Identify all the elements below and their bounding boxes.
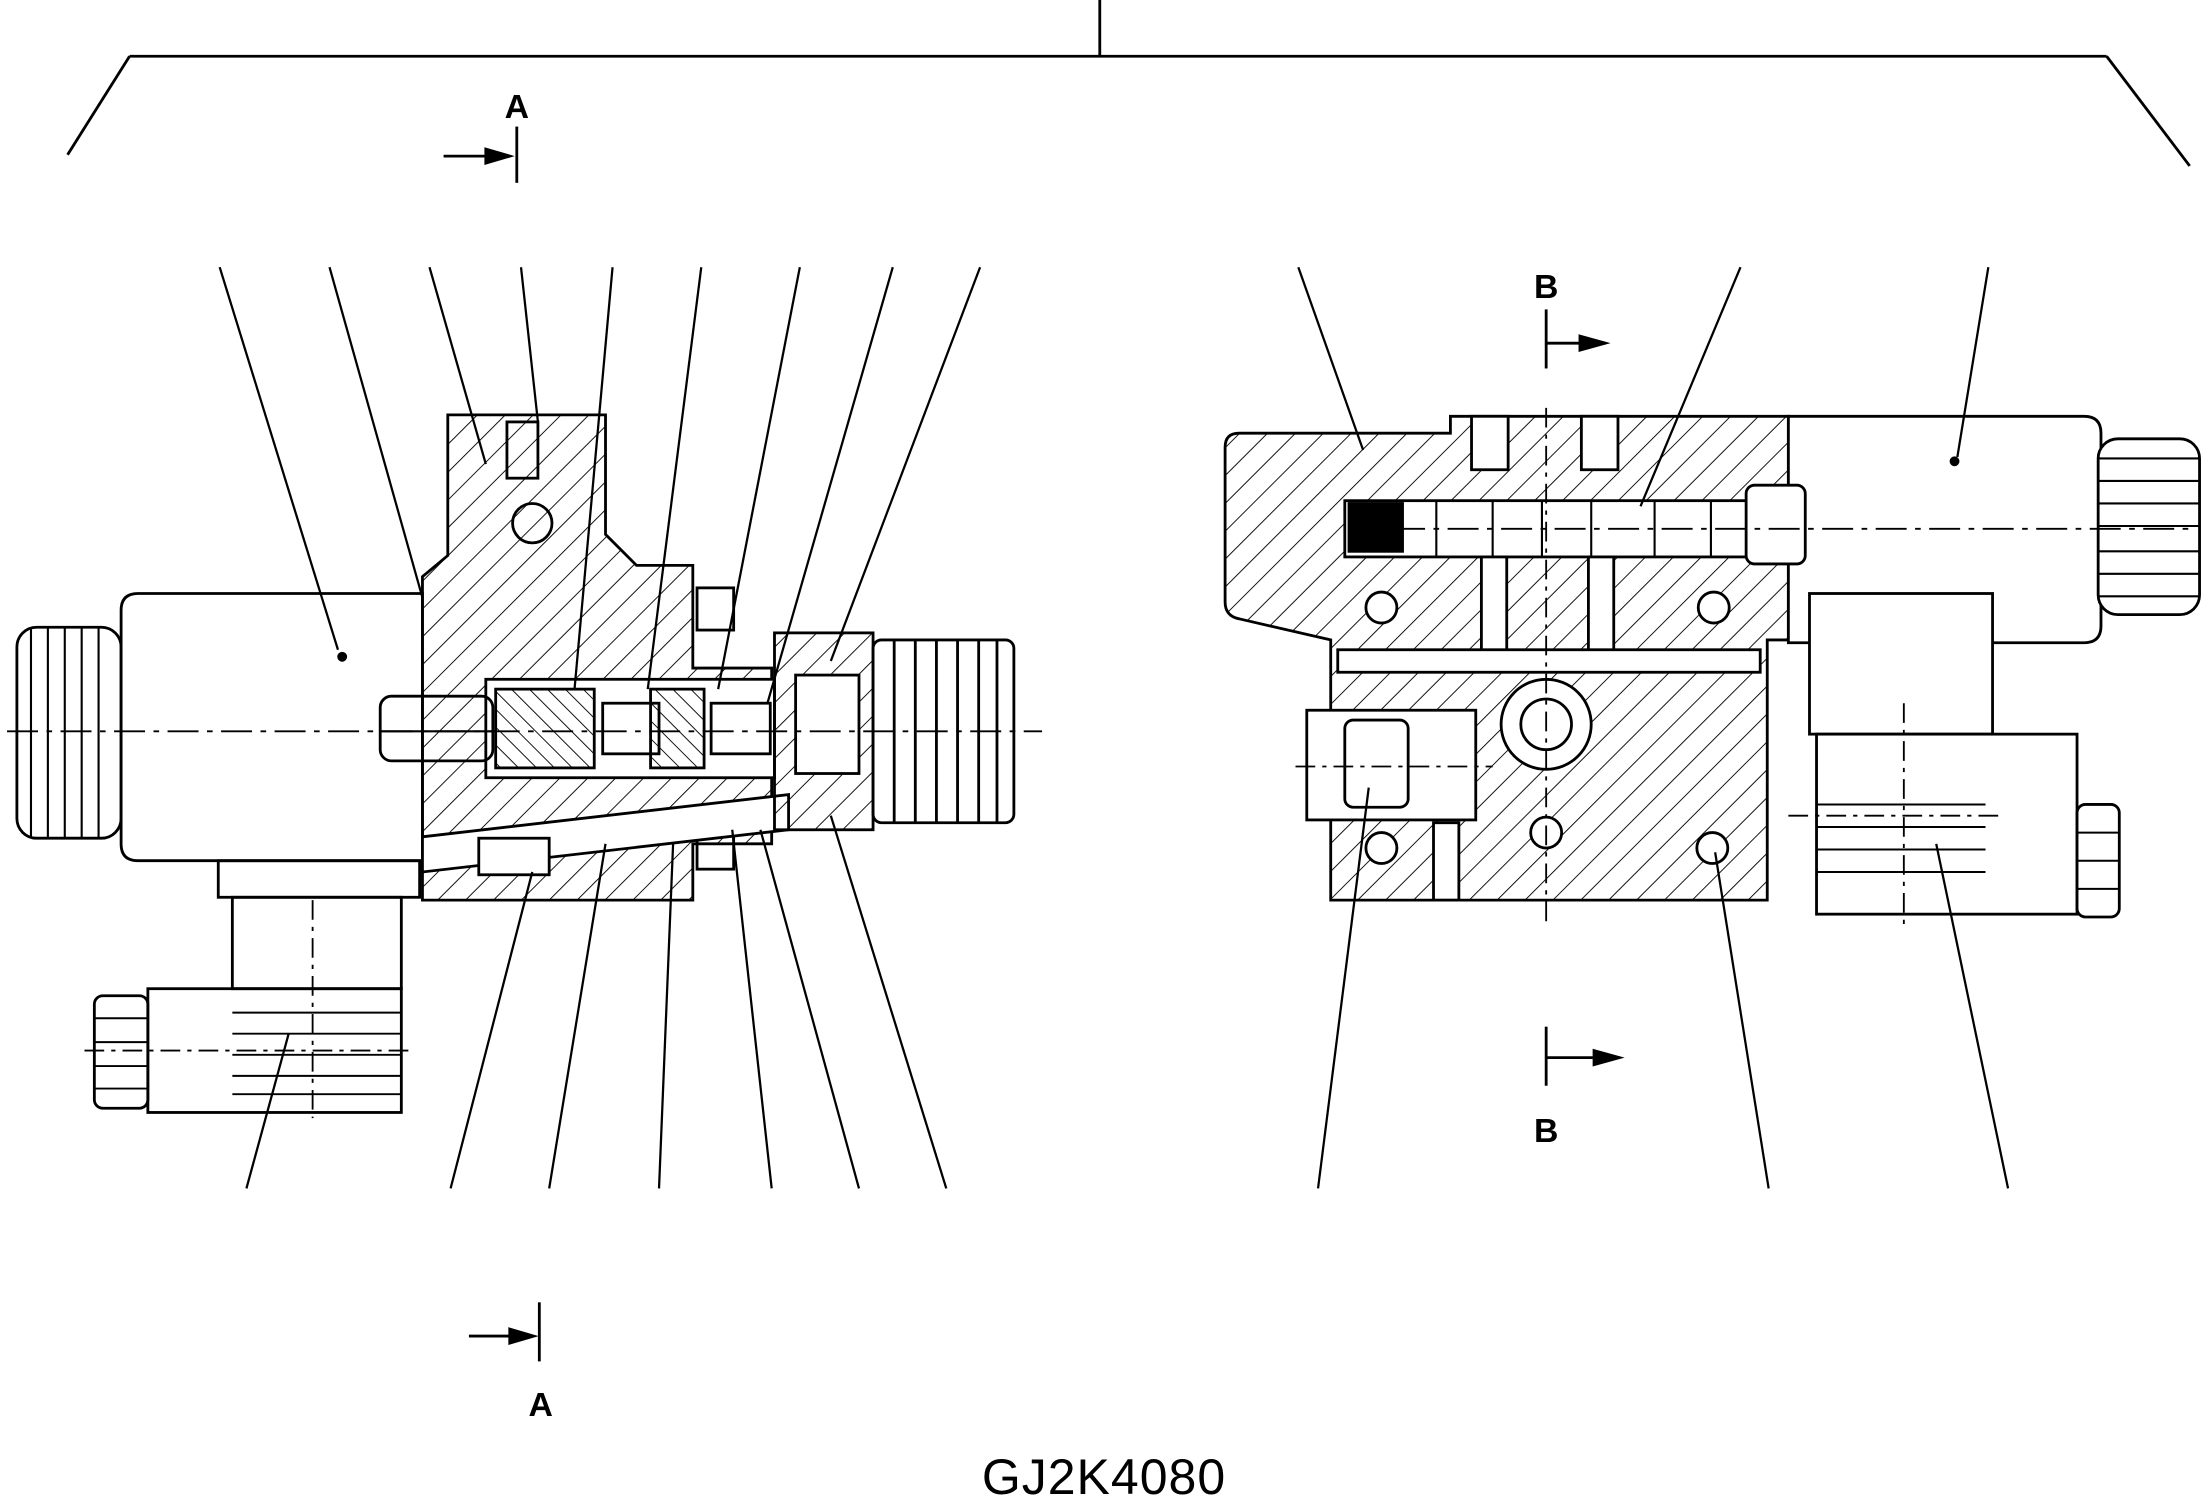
section-label-a-top: A [505,88,529,126]
leader-lines-right-top [1297,266,1990,507]
section-a-bottom-marker [468,1302,541,1362]
section-label-b-bottom: B [1534,1112,1558,1150]
drawing-code: GJ2K4080 [981,1449,1227,1505]
section-b-bottom-marker [1544,1026,1625,1086]
leader-lines-left-bottom [245,815,948,1189]
assembly-bracket [66,0,2191,167]
leader-lines-right-bottom [1316,787,2010,1189]
section-label-b-top: B [1534,268,1558,306]
left-section-view [7,413,1043,1119]
leader-lines-left-top [218,266,982,704]
right-section-view [1223,407,2201,929]
section-a-top-marker [443,126,519,183]
section-label-a-bottom: A [529,1386,553,1424]
section-b-top-marker [1544,309,1611,369]
